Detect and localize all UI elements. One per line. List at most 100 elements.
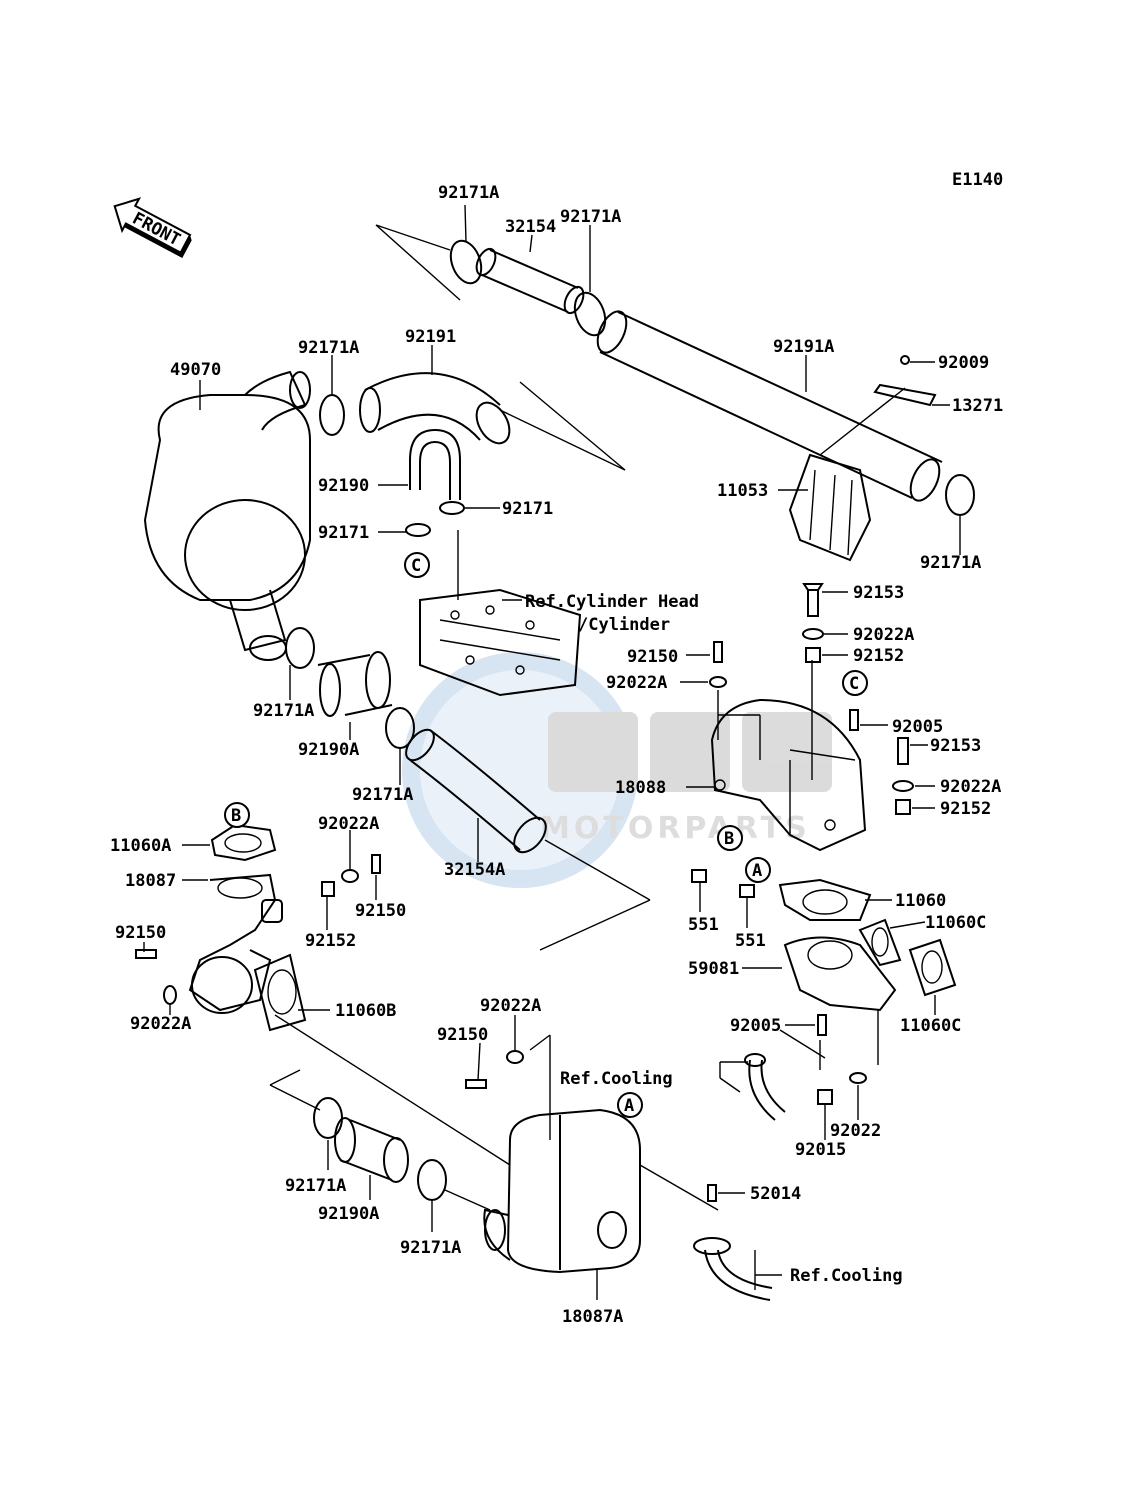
guide-line bbox=[499, 409, 626, 471]
marker-a-right: A bbox=[745, 857, 771, 883]
svg-text:C: C bbox=[411, 556, 421, 576]
watermark: MOTORPARTS bbox=[402, 652, 832, 888]
washer-92022a-right bbox=[709, 676, 727, 688]
collar-92152-lower bbox=[895, 799, 911, 815]
pipe-92190a-lower bbox=[334, 1117, 409, 1183]
label-92171a: 92171A bbox=[298, 338, 359, 358]
diagram-code: E1140 bbox=[952, 170, 1003, 190]
label-92152: 92152 bbox=[305, 931, 356, 951]
label-92022a: 92022A bbox=[480, 996, 541, 1016]
label-92150: 92150 bbox=[627, 647, 678, 667]
marker-b-left: B bbox=[224, 802, 250, 828]
fitting-92005-lower bbox=[817, 1014, 827, 1036]
guide-line bbox=[375, 224, 461, 301]
label-32154: 32154 bbox=[505, 217, 556, 237]
leader-lines bbox=[143, 204, 961, 1300]
svg-text:A: A bbox=[624, 1096, 634, 1116]
guide-line bbox=[274, 1014, 511, 1166]
guide-line bbox=[639, 1164, 719, 1211]
label-11053: 11053 bbox=[717, 481, 768, 501]
svg-text:A: A bbox=[752, 861, 762, 881]
hose-32154a bbox=[405, 728, 547, 854]
label-11060c: 11060C bbox=[900, 1016, 961, 1036]
guide-line bbox=[375, 224, 451, 251]
label-92150: 92150 bbox=[437, 1025, 488, 1045]
watermark-sub: MOTORPARTS bbox=[540, 811, 811, 846]
label-32154a: 32154A bbox=[444, 860, 505, 880]
bolt-92150-far-left bbox=[135, 949, 157, 959]
gasket-11060b-hole bbox=[267, 969, 297, 1015]
label-92022a: 92022A bbox=[940, 777, 1001, 797]
marker-c-right: C bbox=[842, 670, 868, 696]
bracket-18088 bbox=[710, 698, 867, 852]
ref-cooling-upper: Ref.Cooling bbox=[560, 1069, 673, 1089]
clamp-92171a-lower-left bbox=[313, 1097, 343, 1139]
box-muffler-18087a bbox=[483, 1108, 641, 1274]
label-92005: 92005 bbox=[892, 717, 943, 737]
label-92150: 92150 bbox=[355, 901, 406, 921]
elbow-pipe-92191 bbox=[359, 372, 511, 445]
label-92022a: 92022A bbox=[130, 1014, 191, 1034]
clamp-92171a-top-left bbox=[449, 239, 483, 285]
svg-text:B: B bbox=[724, 829, 734, 849]
bolt-92153-top bbox=[802, 583, 824, 617]
gasket-11060a bbox=[210, 823, 277, 862]
label-92022: 92022 bbox=[830, 1121, 881, 1141]
guide-line bbox=[444, 1189, 491, 1211]
clamp-92171a-right bbox=[945, 474, 975, 516]
clamp-92171a-top-right bbox=[573, 291, 607, 337]
bolt-92150-right bbox=[713, 641, 723, 663]
bolt-92153-right bbox=[897, 737, 909, 765]
muffler-49070 bbox=[143, 370, 311, 661]
washer-92022a-lower-mid bbox=[506, 1050, 524, 1064]
bolt-92009 bbox=[900, 355, 910, 365]
gasket-11060-hole bbox=[802, 889, 848, 915]
label-52014: 52014 bbox=[750, 1184, 801, 1204]
label-92190a: 92190A bbox=[318, 1204, 379, 1224]
guide-line bbox=[719, 1077, 741, 1093]
label-92152: 92152 bbox=[940, 799, 991, 819]
marker-b-right: B bbox=[717, 825, 743, 851]
washer-92022 bbox=[849, 1072, 867, 1084]
gasket-11060c-b bbox=[908, 938, 957, 997]
label-18087: 18087 bbox=[125, 871, 176, 891]
label-11060c: 11060C bbox=[925, 913, 986, 933]
label-92171: 92171 bbox=[502, 499, 553, 519]
label-92171a: 92171A bbox=[352, 785, 413, 805]
label-11060a: 11060A bbox=[110, 836, 171, 856]
marker-a-lower: A bbox=[617, 1092, 643, 1118]
collar-92152-left bbox=[321, 881, 335, 897]
cooling-hose-lower-b bbox=[717, 1249, 773, 1289]
gasket-11060 bbox=[778, 878, 872, 921]
label-92015: 92015 bbox=[795, 1140, 846, 1160]
guide-line bbox=[544, 839, 651, 901]
plate-13271 bbox=[873, 383, 937, 407]
ref-cylinder-head: Ref.Cylinder Head bbox=[525, 592, 699, 612]
label-92191: 92191 bbox=[405, 327, 456, 347]
gasket-11060c-a bbox=[858, 918, 902, 967]
label-92171a: 92171A bbox=[400, 1238, 461, 1258]
fitting-92005-top bbox=[849, 709, 859, 731]
clamp-92171-a bbox=[405, 523, 431, 537]
gasket-11060c-b-hole bbox=[921, 950, 943, 984]
label-92171: 92171 bbox=[318, 523, 369, 543]
label-11060b: 11060B bbox=[335, 1001, 396, 1021]
guide-line bbox=[269, 1069, 301, 1086]
svg-text:C: C bbox=[849, 674, 859, 694]
guide-line bbox=[269, 1084, 321, 1111]
fitting-52014 bbox=[707, 1184, 717, 1202]
gasket-11060b bbox=[253, 953, 307, 1032]
label-11060: 11060 bbox=[895, 891, 946, 911]
label-92190: 92190 bbox=[318, 476, 369, 496]
u-hose-92190-inner bbox=[419, 440, 451, 500]
bolt-92150-lower bbox=[465, 1079, 487, 1089]
label-49070: 49070 bbox=[170, 360, 221, 380]
elbow-18087 bbox=[188, 873, 283, 1014]
label-92171a: 92171A bbox=[253, 701, 314, 721]
manifold-59081 bbox=[783, 936, 897, 1012]
label-92190a: 92190A bbox=[298, 740, 359, 760]
guide-line bbox=[779, 1029, 826, 1059]
clamp-92171-b bbox=[439, 501, 465, 515]
pin-551-b bbox=[739, 884, 755, 898]
